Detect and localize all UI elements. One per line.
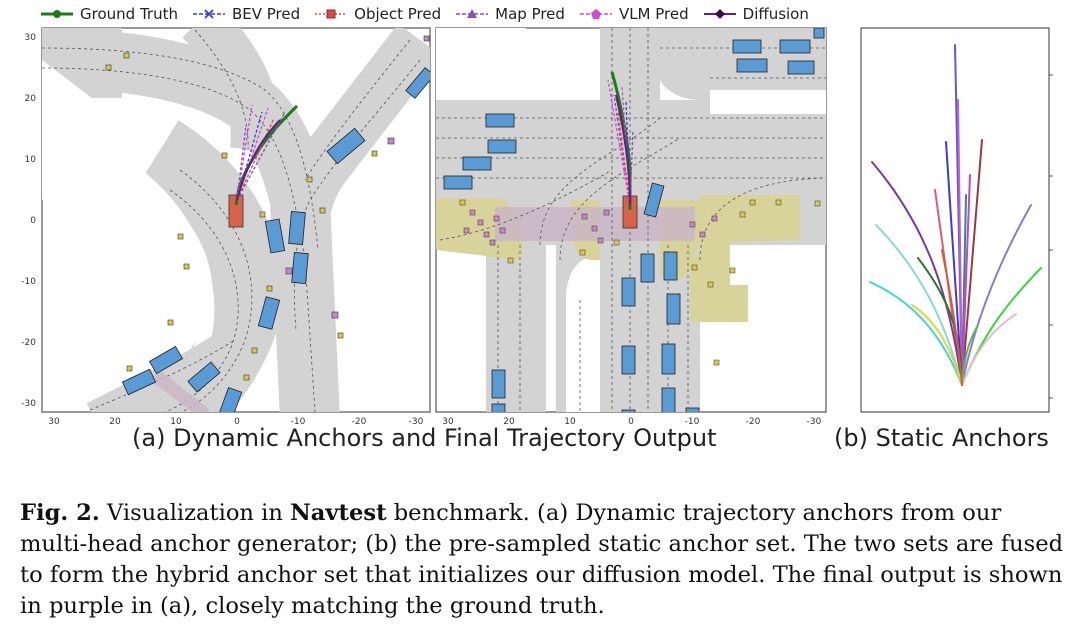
x-tick: 0 (234, 417, 240, 427)
y-tick: 30 (25, 33, 37, 43)
x-tick: 0 (628, 417, 634, 427)
x-tick: 20 (503, 417, 515, 427)
y-tick: -20 (21, 338, 36, 348)
figure-caption: Fig. 2. Visualization in Navtest benchma… (20, 498, 1070, 622)
caption-label: Fig. 2. (20, 500, 100, 526)
subcaption-a: (a) Dynamic Anchors and Final Trajectory… (132, 424, 717, 452)
subcaption-b: (b) Static Anchors (834, 424, 1049, 452)
ground-truth-left (234, 104, 299, 206)
caption-text-2: benchmark. (a) Dynamic trajectory anchor… (20, 500, 1064, 619)
legend-label: Map Pred (495, 5, 565, 23)
x-tick: 10 (564, 417, 576, 427)
x-tick: -30 (807, 417, 822, 427)
x-tick: -10 (685, 417, 700, 427)
diffusion-left (236, 119, 281, 201)
ground-truth-middle (610, 71, 632, 210)
x-tick: 10 (170, 417, 182, 427)
legend-label: BEV Pred (231, 5, 301, 23)
y-tick: 20 (25, 94, 37, 104)
x-tick: -20 (352, 417, 367, 427)
panel-left: 30 20 10 0 -10 -20 -30 30 20 10 0 -10 -2… (21, 27, 431, 427)
x-tick: 30 (442, 417, 454, 427)
y-tick: 10 (25, 155, 37, 165)
legend-label: VLM Pred (618, 5, 689, 23)
y-tick: -30 (21, 399, 36, 409)
y-tick: -10 (21, 277, 36, 287)
legend-item-diffusion: Diffusion (703, 5, 809, 23)
x-tick: 30 (48, 417, 60, 427)
caption-text-1: Visualization in (99, 500, 291, 526)
diffusion-middle (615, 94, 631, 206)
legend-item-ground-truth: Ground Truth (40, 5, 178, 23)
x-tick: 20 (109, 417, 121, 427)
legend-label: Object Pred (354, 5, 442, 23)
x-tick: -10 (291, 417, 306, 427)
x-tick: -30 (409, 417, 424, 427)
legend-item-vlm-pred: VLM Pred (579, 5, 689, 23)
caption-bold-word: Navtest (290, 500, 387, 526)
legend-item-bev-pred: BEV Pred (192, 5, 300, 23)
legend: Ground Truth BEV Pred Object Pred Map Pr… (40, 2, 823, 26)
ego-vehicle-left (228, 194, 244, 228)
y-tick: 0 (30, 216, 36, 226)
legend-label: Ground Truth (80, 5, 178, 23)
legend-item-object-pred: Object Pred (314, 5, 441, 23)
legend-label: Diffusion (742, 5, 809, 23)
legend-item-map-pred: Map Pred (455, 5, 565, 23)
panel-static-anchors (860, 27, 1053, 413)
panel-middle: 30 20 10 0 -10 -20 -30 (435, 27, 827, 427)
x-tick: -20 (746, 417, 761, 427)
